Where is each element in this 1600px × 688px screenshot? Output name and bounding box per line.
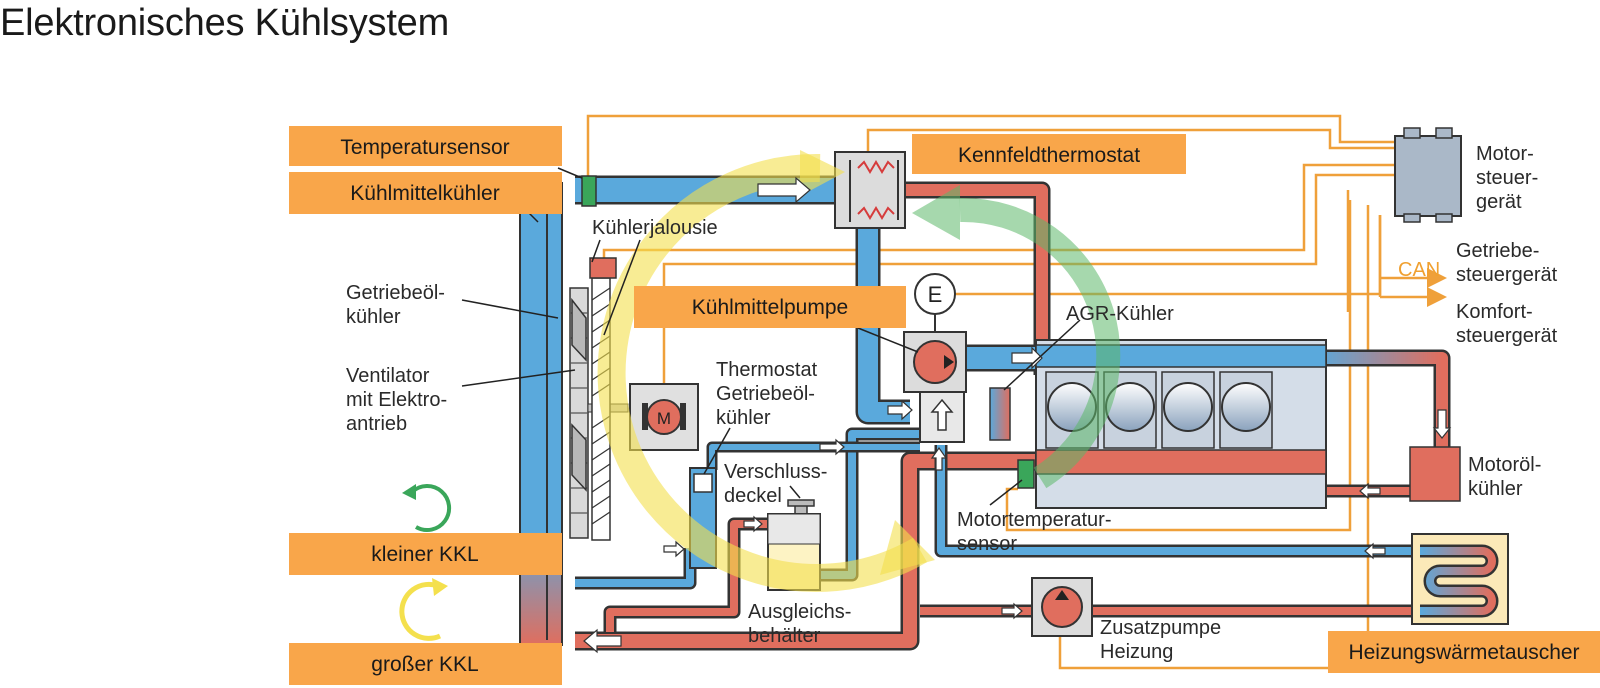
verschlussdeckel-label-line2: deckel bbox=[724, 485, 782, 507]
heizungswaermetauscher-label: Heizungswärmetauscher bbox=[1348, 641, 1579, 664]
komfortsteuergeraet-label-line1: Komfort- bbox=[1456, 301, 1533, 323]
kleiner-kkl-box bbox=[289, 533, 562, 575]
heater-core bbox=[1411, 533, 1509, 625]
large-circuit-legend-icon bbox=[399, 578, 448, 641]
getriebeoelkuehler-label-line2: kühler bbox=[346, 306, 401, 328]
temperatursensor-label: Temperatursensor bbox=[340, 136, 509, 159]
kuehlerjalousie-label: Kühlerjalousie bbox=[592, 217, 718, 239]
e-motor-symbol: E bbox=[928, 282, 943, 307]
kuehlmittelkuehler-label: Kühlmittelkühler bbox=[350, 182, 499, 205]
kennfeldthermostat-label: Kennfeldthermostat bbox=[958, 144, 1140, 167]
grosser-kkl-label: großer KKL bbox=[371, 653, 478, 676]
komfortsteuergeraet-label-line2: steuergerät bbox=[1456, 325, 1558, 347]
engine-control-unit bbox=[1394, 127, 1462, 223]
agr-kuehler-label: AGR-Kühler bbox=[1066, 303, 1174, 325]
ventilator-label-line1: Ventilator bbox=[346, 365, 430, 387]
motortemperatursensor-label-line2: sensor bbox=[957, 533, 1017, 555]
small-circuit-arrow bbox=[912, 185, 1121, 489]
thermostat-label-line2: Getriebeöl- bbox=[716, 383, 815, 405]
kuehlmittelpumpe-box bbox=[634, 286, 906, 328]
ausgleichsbehaelter-label-line1: Ausgleichs- bbox=[748, 601, 851, 623]
map-thermostat bbox=[834, 151, 906, 229]
getriebesteuergeraet-label-line1: Getriebe- bbox=[1456, 240, 1539, 262]
fan-motor: M bbox=[629, 383, 699, 451]
ventilator-label-line3: antrieb bbox=[346, 413, 407, 435]
flow-arrows bbox=[583, 176, 1452, 654]
motorsteuergeraet-label-line1: Motor- bbox=[1476, 143, 1534, 165]
auxiliary-heater-pump bbox=[1031, 577, 1093, 637]
motoroelkuehler-label-line1: Motoröl- bbox=[1468, 454, 1541, 476]
ventilator-label-line2: mit Elektro- bbox=[346, 389, 447, 411]
motortemperatursensor-label-line1: Motortemperatur- bbox=[957, 509, 1112, 531]
component-labels: Kühlerjalousie Getriebeöl- kühler Ventil… bbox=[346, 143, 1558, 663]
ausgleichsbehaelter-label-line2: behälter bbox=[748, 625, 821, 647]
leader-lines bbox=[461, 167, 1081, 506]
temperatursensor-box bbox=[289, 126, 562, 166]
zusatzpumpe-label-line2: Heizung bbox=[1100, 641, 1173, 663]
kuehlmittelpumpe-label: Kühlmittelpumpe bbox=[692, 296, 848, 319]
motor-symbol: M bbox=[657, 409, 671, 428]
louver-actuator bbox=[589, 257, 617, 279]
page-title: Elektronisches Kühlsystem bbox=[0, 2, 450, 44]
engine-temperature-sensor bbox=[1017, 459, 1035, 489]
engine-oil-cooler bbox=[1409, 446, 1461, 502]
getriebeoelkuehler-label-line1: Getriebeöl- bbox=[346, 282, 445, 304]
small-circuit-legend-icon bbox=[402, 484, 452, 532]
motoroelkuehler-label-line2: kühler bbox=[1468, 478, 1523, 500]
heizungswaermetauscher-box bbox=[1328, 631, 1600, 673]
egr-cooler bbox=[989, 387, 1011, 441]
zusatzpumpe-label-line1: Zusatzpumpe bbox=[1100, 617, 1221, 639]
grosser-kkl-box bbox=[289, 643, 562, 685]
thermostat-label-line3: kühler bbox=[716, 407, 771, 429]
motorsteuergeraet-label-line3: gerät bbox=[1476, 191, 1522, 213]
coolant-pump: E bbox=[903, 273, 967, 443]
orange-label-boxes: Temperatursensor Kühlmittelkühler Kennfe… bbox=[289, 126, 1600, 685]
getriebesteuergeraet-label-line2: steuergerät bbox=[1456, 264, 1558, 286]
kleiner-kkl-label: kleiner KKL bbox=[371, 543, 478, 566]
motorsteuergeraet-label-line2: steuer- bbox=[1476, 167, 1538, 189]
verschlussdeckel-label-line1: Verschluss- bbox=[724, 461, 827, 483]
large-circuit-arrow bbox=[597, 150, 935, 592]
kennfeldthermostat-box bbox=[912, 134, 1186, 174]
thermostat-label-line1: Thermostat bbox=[716, 359, 818, 381]
radiator-temperature-sensor bbox=[581, 175, 597, 207]
kuehlmittelkuehler-box bbox=[289, 172, 562, 214]
can-bus-label: CAN bbox=[1398, 259, 1440, 281]
